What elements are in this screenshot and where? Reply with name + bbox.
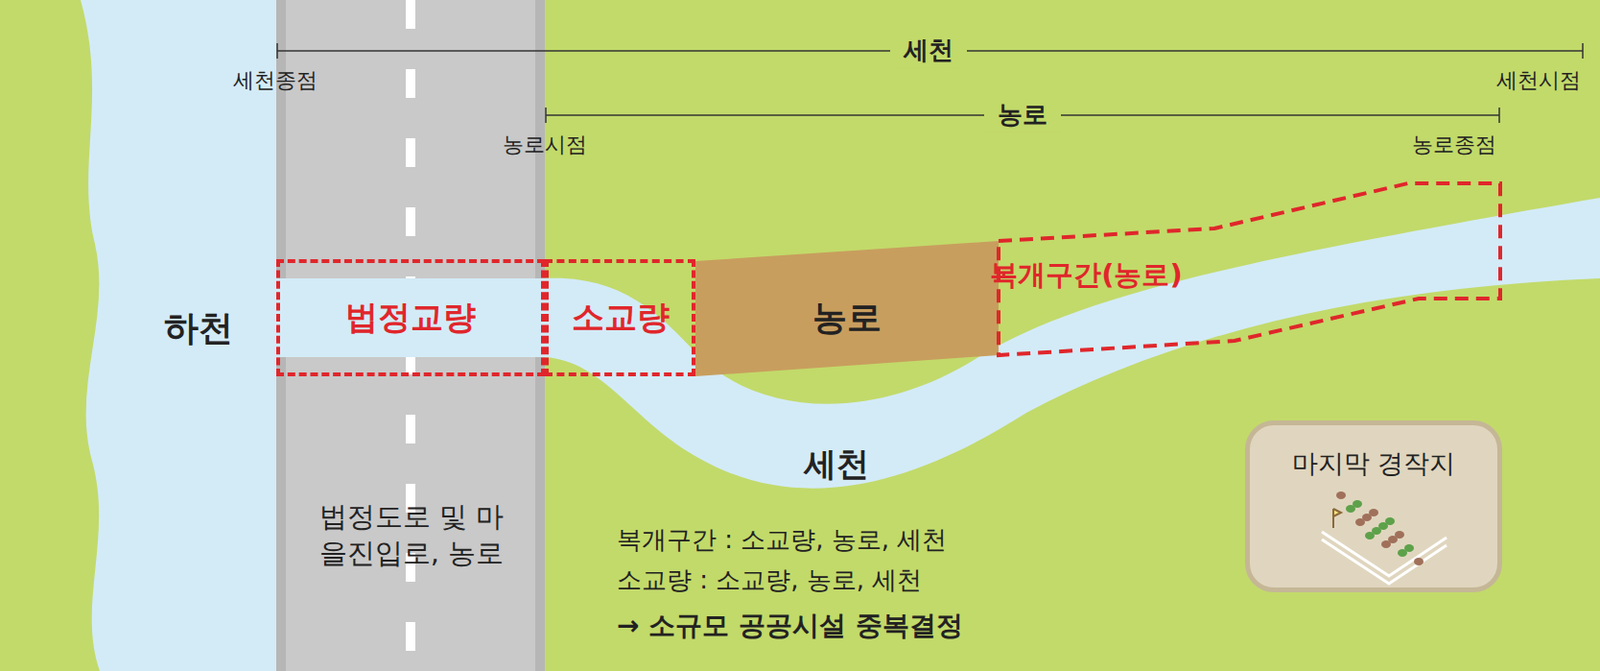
crop bbox=[1413, 557, 1424, 565]
end-point-label: 세천종점 bbox=[233, 67, 318, 95]
flag bbox=[1333, 508, 1342, 528]
crop bbox=[1381, 540, 1391, 548]
small-bridge-box: 소교량 bbox=[544, 258, 696, 377]
start-point-label: 농로시점 bbox=[502, 131, 588, 160]
fence bbox=[1321, 531, 1447, 584]
farm-road-surface bbox=[695, 240, 999, 377]
node-text: 농로 bbox=[812, 294, 882, 342]
river bbox=[80, 0, 279, 671]
crop bbox=[1336, 491, 1346, 499]
farm-road-area: 농로 bbox=[695, 240, 999, 377]
covered-section: 복개구간(농로) bbox=[998, 183, 1501, 355]
note: 복개구간 : 소교량, 농로, 세천 bbox=[616, 523, 947, 557]
crop bbox=[1355, 517, 1365, 526]
stream-label: 세천 bbox=[803, 442, 870, 485]
crop bbox=[1364, 531, 1375, 540]
end-point-label: 농로종점 bbox=[1411, 131, 1497, 160]
start-point-label: 세천시점 bbox=[1496, 67, 1581, 95]
road bbox=[276, 0, 545, 671]
crop-rows bbox=[1336, 491, 1424, 565]
road-label: 법정도로 및 마을진입로, 농로 bbox=[310, 498, 513, 571]
node-text: 소교량 bbox=[571, 295, 670, 340]
dimension-label: 세천 bbox=[890, 34, 967, 68]
conclusion-note: → 소규모 공공시설 중복결정 bbox=[616, 608, 964, 643]
legal-bridge-box: 법정교량 bbox=[276, 258, 545, 377]
crop bbox=[1397, 548, 1408, 557]
crop bbox=[1345, 504, 1356, 513]
river-label: 하천 bbox=[164, 305, 234, 352]
node-text: 법정교량 bbox=[345, 295, 476, 340]
dimension-label: 농로 bbox=[984, 98, 1061, 132]
node-text: 마지막 경작지 bbox=[1292, 446, 1457, 481]
farm-illustration bbox=[1245, 420, 1503, 592]
node-text: 복개구간(농로) bbox=[989, 256, 1183, 295]
note: 소교량 : 소교량, 농로, 세천 bbox=[616, 564, 922, 597]
stream-under-bridge bbox=[276, 278, 545, 357]
last-farmland-box: 마지막 경작지 bbox=[1245, 420, 1503, 592]
